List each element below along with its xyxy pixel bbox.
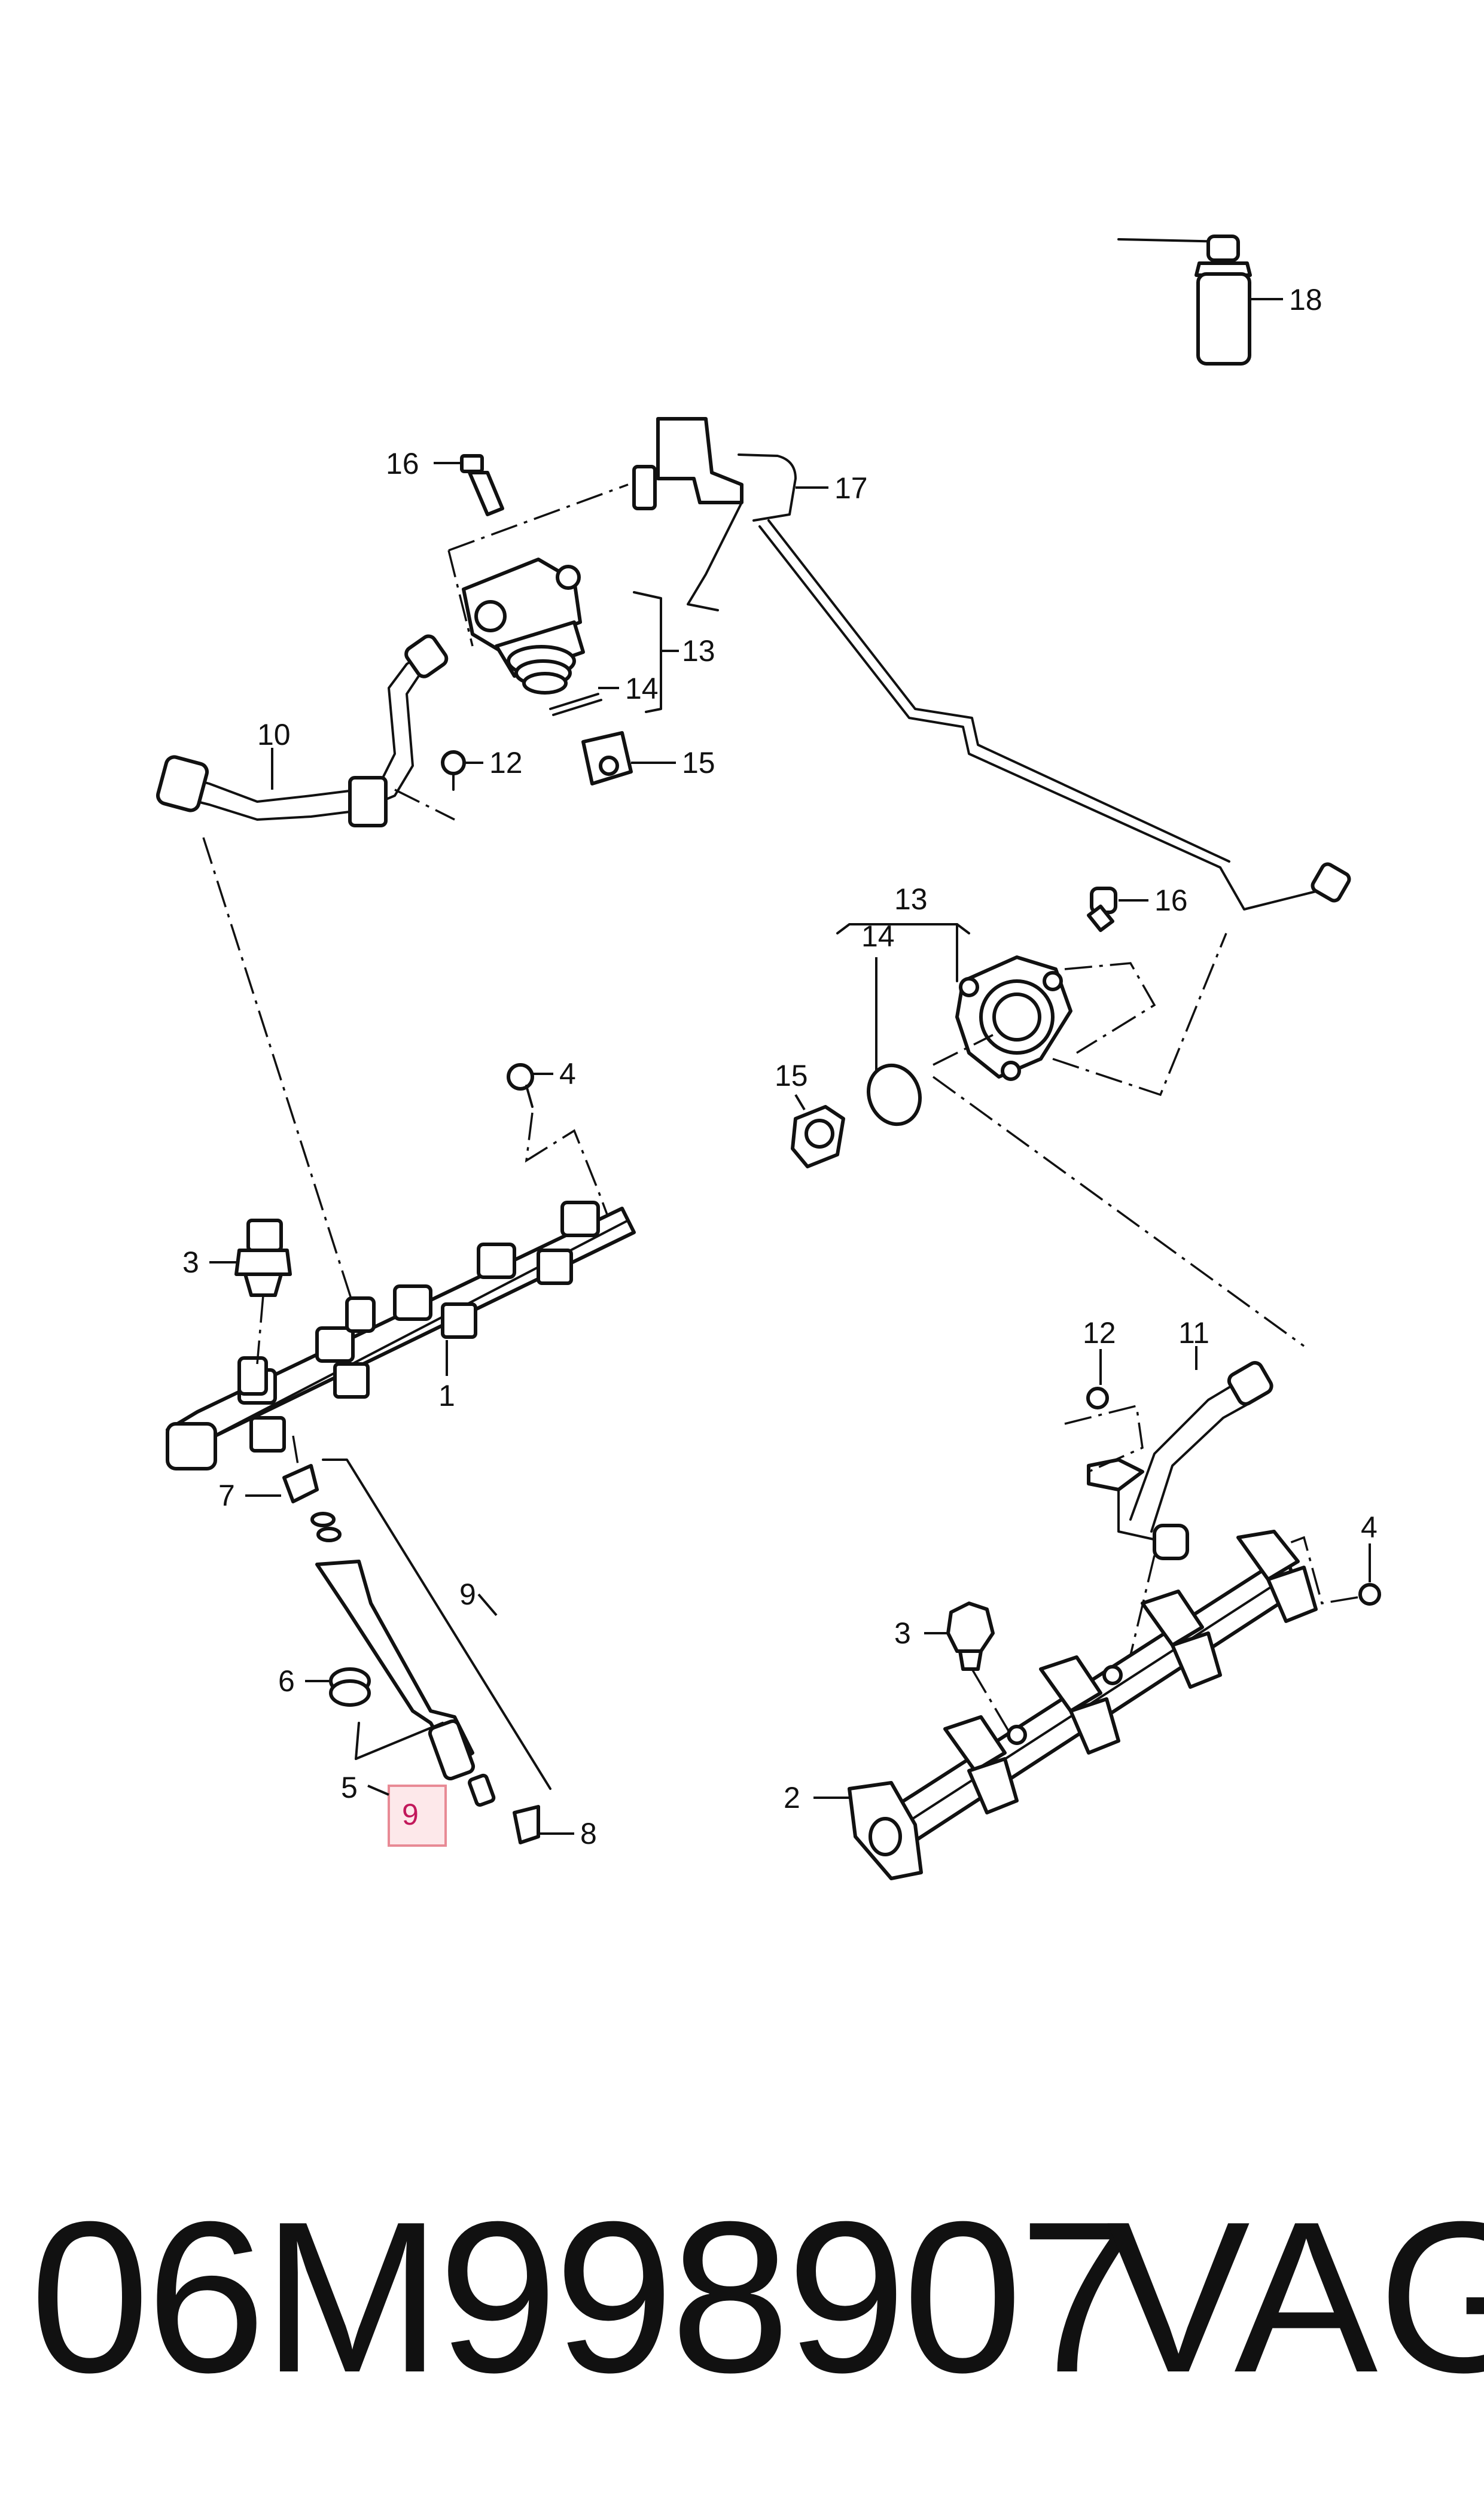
pressure-sensor-part-3-right xyxy=(924,1601,1012,1735)
highlighted-callout-9 xyxy=(367,1785,447,1847)
clip-part-8 xyxy=(513,1805,574,1844)
seal-part-6 xyxy=(305,1667,371,1707)
callout-16-mid: 16 xyxy=(1154,884,1188,917)
injector-part-9 xyxy=(310,1459,551,1807)
part-number-caption: 06M998907 xyxy=(30,2177,1139,2417)
callout-9-highlighted: 9 xyxy=(402,1798,419,1831)
tappet-part-15-mid xyxy=(791,1094,845,1168)
callout-14-top: 14 xyxy=(625,672,659,705)
brand-caption: VAG xyxy=(1107,2177,1484,2417)
fuel-rail-part-1 xyxy=(166,1201,636,1470)
callout-16-top: 16 xyxy=(386,447,419,480)
o-ring-part-14-mid xyxy=(866,957,922,1126)
fuel-pump-part-13-top xyxy=(447,483,679,713)
bolt-part-16-top xyxy=(434,454,504,516)
fuel-rail-part-2 xyxy=(813,1530,1318,1880)
tappet-part-15-top xyxy=(581,731,676,785)
callout-12-bottom: 12 xyxy=(1083,1316,1116,1350)
callout-8: 8 xyxy=(580,1817,597,1850)
callout-2: 2 xyxy=(784,1781,800,1814)
fuel-line-part-10 xyxy=(156,634,455,1305)
callout-18: 18 xyxy=(1289,283,1323,316)
callout-labels: 18 17 16 13 14 15 10 12 13 16 14 15 4 3 … xyxy=(182,283,1378,1850)
bolt-part-4-left xyxy=(507,1063,617,1239)
callout-11: 11 xyxy=(1178,1316,1209,1350)
fuel-pump-part-13-mid xyxy=(836,923,1305,1347)
screw-part-12-bottom xyxy=(1086,1349,1109,1409)
o-ring-part-14-top xyxy=(549,687,619,716)
callout-3-right: 3 xyxy=(894,1616,911,1650)
callout-9: 9 xyxy=(459,1578,476,1611)
spray-can-part-18 xyxy=(1117,235,1283,366)
callout-10: 10 xyxy=(257,718,291,751)
callout-15-mid: 15 xyxy=(775,1059,808,1092)
callout-4-left: 4 xyxy=(559,1057,576,1091)
pressure-sensor-part-3-left xyxy=(209,1219,292,1365)
callout-13-mid: 13 xyxy=(894,882,928,916)
bolt-part-16-mid xyxy=(1087,887,1148,932)
clip-part-7 xyxy=(245,1435,319,1503)
callout-15-top: 15 xyxy=(682,746,715,780)
callout-7: 7 xyxy=(218,1479,235,1512)
bolt-part-4-right xyxy=(1256,1536,1381,1606)
callout-1: 1 xyxy=(438,1379,455,1412)
callout-3-left: 3 xyxy=(182,1246,199,1279)
callout-12-top: 12 xyxy=(489,746,523,780)
callout-6: 6 xyxy=(278,1664,295,1698)
pressure-line-part-17 xyxy=(632,417,1351,911)
callout-4-right: 4 xyxy=(1361,1511,1378,1544)
screw-part-12-top xyxy=(441,750,483,791)
callout-13-top: 13 xyxy=(682,634,715,668)
callout-5: 5 xyxy=(341,1771,358,1804)
callout-17: 17 xyxy=(834,471,868,505)
callout-14-mid: 14 xyxy=(861,919,895,953)
